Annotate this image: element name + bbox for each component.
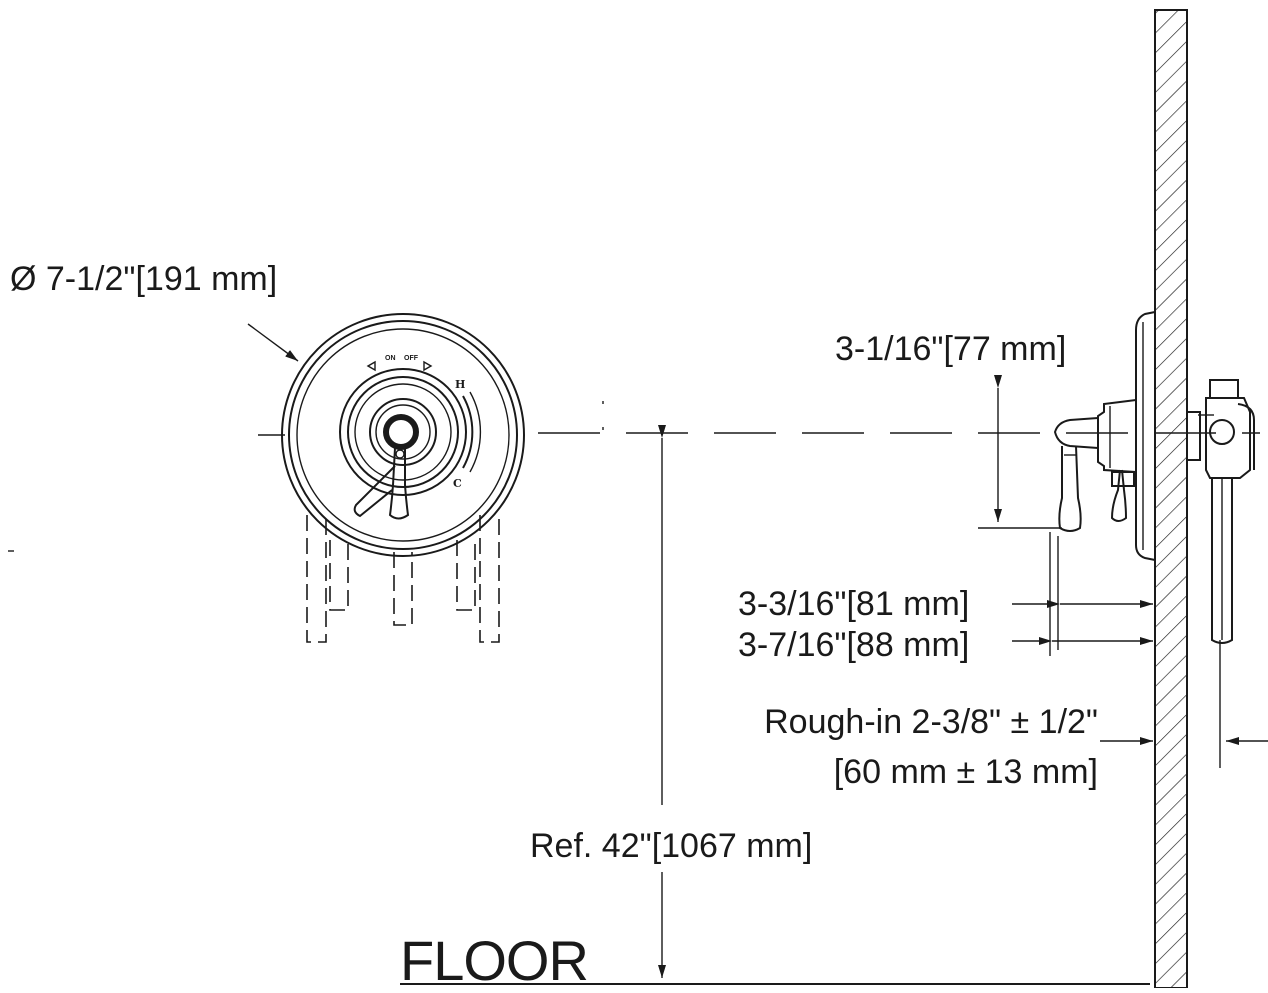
diameter-label: Ø 7-1/2"[191 mm] <box>10 260 277 298</box>
lever-projection-label: 3-3/16"[81 mm] <box>738 585 969 623</box>
diameter-leader <box>247 323 299 362</box>
floor-height-label: Ref. 42"[1067 mm] <box>530 827 812 865</box>
valve-body <box>1187 379 1255 768</box>
rough-in-label: Rough-in 2-3/8" ± 1/2" <box>764 703 1098 741</box>
rough-in-metric-label: [60 mm ± 13 mm] <box>834 753 1098 791</box>
dial-on-label: ON <box>385 355 396 362</box>
handle-height-label: 3-1/16"[77 mm] <box>835 330 1066 368</box>
wall-section <box>1154 9 1188 989</box>
trim-side-view <box>1053 311 1156 561</box>
dial-hot-label: H <box>455 378 465 391</box>
body-projection-label: 3-7/16"[88 mm] <box>738 626 969 664</box>
dial-cold-label: C <box>453 477 462 490</box>
dial-off-label: OFF <box>404 355 419 362</box>
floor-label: FLOOR <box>400 929 588 988</box>
trim-front-view <box>281 313 525 643</box>
